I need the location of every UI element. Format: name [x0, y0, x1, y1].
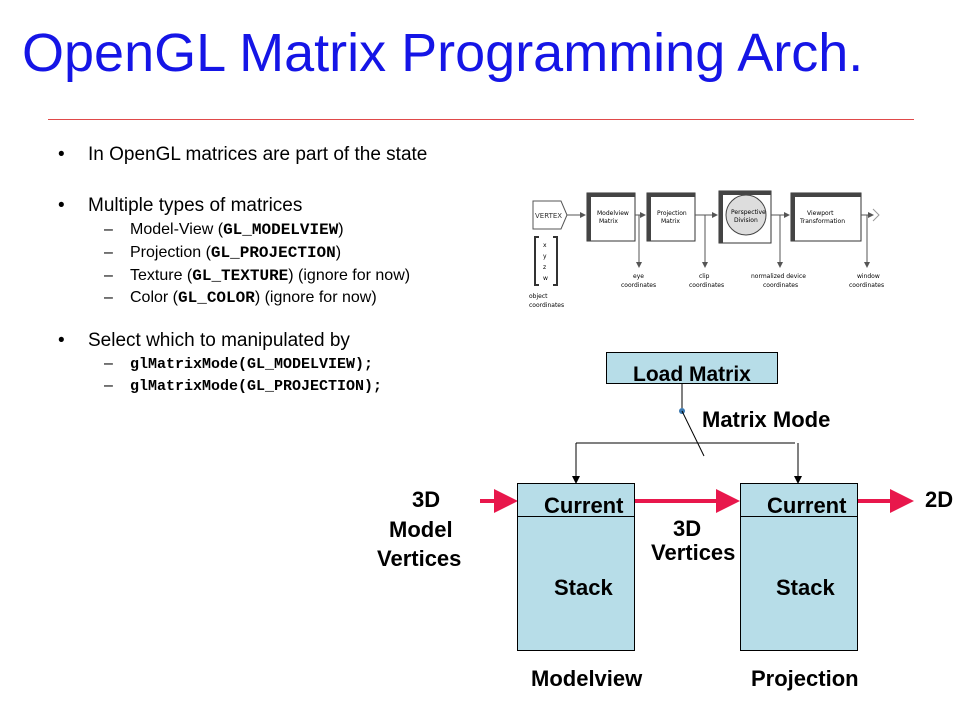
svg-text:Division: Division: [734, 217, 758, 224]
clip-coords-label: clip: [699, 273, 710, 280]
sub-dash: –: [104, 244, 113, 261]
svg-text:Modelview: Modelview: [597, 210, 629, 217]
modelview-current-label: Current: [544, 493, 624, 518]
matrix-mode-label: Matrix Mode: [702, 407, 831, 432]
svg-text:Transformation: Transformation: [799, 218, 845, 225]
object-coords-label: object: [529, 293, 548, 300]
current-divider: [517, 516, 635, 517]
vector-x: x: [543, 242, 547, 249]
current-divider: [740, 516, 858, 517]
sub-dash: –: [104, 221, 113, 238]
clip-coords-label: coordinates: [689, 282, 724, 289]
load-matrix-label: Load Matrix: [633, 363, 751, 386]
vector-y: y: [543, 253, 547, 260]
matrix-mode-switch: [681, 410, 705, 457]
modelview-matrix-stage: Modelview Matrix: [586, 192, 636, 242]
sub-dash: –: [104, 267, 113, 284]
projection-current-label: Current: [767, 493, 847, 518]
sub-modelview: Model-View (GL_MODELVIEW): [130, 221, 344, 239]
bullet-dot: •: [58, 195, 65, 216]
sub-color: Color (GL_COLOR) (ignore for now): [130, 289, 377, 307]
load-matrix-box: [606, 352, 778, 384]
bullet-state: In OpenGL matrices are part of the state: [88, 144, 428, 165]
ndc-label: normalized device: [751, 273, 806, 280]
input-label-model: Model: [389, 517, 453, 542]
code-modelview: glMatrixMode(GL_MODELVIEW);: [130, 356, 374, 373]
vector-w: w: [543, 275, 548, 282]
code-projection: glMatrixMode(GL_PROJECTION);: [130, 378, 383, 395]
bullet-select: Select which to manipulated by: [88, 330, 350, 351]
viewport-transformation-stage: Viewport Transformation: [790, 192, 862, 242]
projection-stack: [740, 483, 858, 651]
svg-text:Viewport: Viewport: [807, 210, 834, 217]
title-divider: [48, 119, 914, 120]
bullet-dot: •: [58, 330, 65, 351]
vertex-box: VERTEX: [532, 200, 568, 230]
input-label-vertices: Vertices: [377, 546, 462, 571]
svg-text:Perspective: Perspective: [731, 209, 766, 216]
perspective-division-stage: Perspective Division: [718, 190, 772, 244]
modelview-stack: [517, 483, 635, 651]
bullet-dot: •: [58, 144, 65, 165]
sub-dash: –: [104, 289, 113, 306]
input-label-3d: 3D: [412, 487, 441, 512]
pipeline-figure: VERTEX x y z w object coordinates Modelv…: [529, 190, 884, 309]
window-coords-label: window: [857, 273, 880, 280]
eye-coords-label: coordinates: [621, 282, 656, 289]
object-coords-label: coordinates: [529, 302, 564, 309]
projection-stack-label: Stack: [776, 575, 835, 600]
projection-name: Projection: [751, 666, 859, 691]
middle-label-3d: 3D: [673, 516, 702, 541]
output-label-2d: 2D: [925, 487, 954, 512]
page-title: OpenGL Matrix Programming Arch.: [22, 23, 864, 83]
svg-text:Matrix: Matrix: [661, 218, 680, 225]
bullet-matrix-types: Multiple types of matrices: [88, 195, 303, 216]
svg-text:Projection: Projection: [657, 210, 687, 217]
sub-projection: Projection (GL_PROJECTION): [130, 244, 342, 262]
eye-coords-label: eye: [633, 273, 644, 280]
sub-texture: Texture (GL_TEXTURE) (ignore for now): [130, 267, 411, 285]
middle-label-vertices: Vertices: [651, 540, 736, 565]
sub-dash: –: [104, 377, 113, 394]
vertex-label: VERTEX: [535, 212, 562, 220]
ndc-label: coordinates: [763, 282, 798, 289]
vertex-vector: x y z w: [534, 236, 558, 286]
projection-matrix-stage: Projection Matrix: [646, 192, 696, 242]
vector-z: z: [543, 264, 546, 271]
sub-dash: –: [104, 355, 113, 372]
modelview-name: Modelview: [531, 666, 643, 691]
window-coords-label: coordinates: [849, 282, 884, 289]
modelview-stack-label: Stack: [554, 575, 613, 600]
matrix-diagram-lines: [480, 384, 914, 513]
svg-text:Matrix: Matrix: [599, 218, 618, 225]
